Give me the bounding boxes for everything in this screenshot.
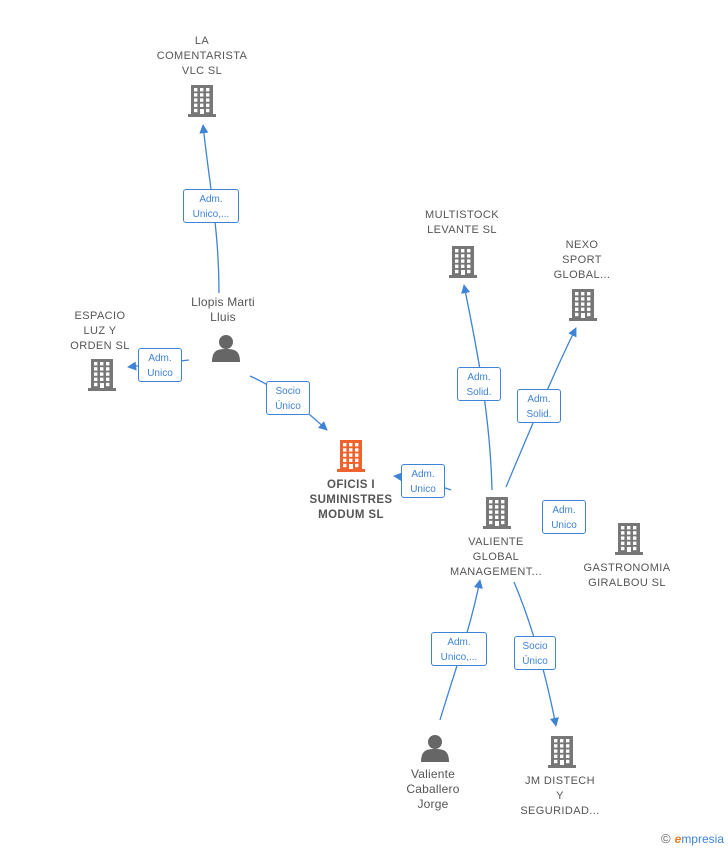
edge-label-valiente-global-to-nexo[interactable]: Adm. Solid. [517, 389, 561, 423]
gastronomia-label[interactable]: GASTRONOMIA GIRALBOU SL [562, 561, 692, 591]
valiente-jorge-person-icon[interactable] [421, 735, 449, 762]
node-label-line: GASTRONOMIA [583, 562, 671, 574]
node-label-line: MULTISTOCK [425, 209, 499, 221]
edge-label-line: Unico,... [440, 652, 478, 663]
node-label-line: ORDEN SL [70, 340, 130, 352]
edge-label-valiente-global-to-multistock[interactable]: Adm. Solid. [457, 367, 501, 401]
nexo-building-icon[interactable] [569, 289, 597, 321]
edge-label-line: Unico,... [192, 209, 230, 220]
node-label-line: ESPACIO [74, 310, 126, 322]
edge-label-line: Unico [551, 520, 577, 531]
node-label-line: VLC SL [181, 65, 223, 77]
node-label-line: SEGURIDAD... [520, 805, 600, 817]
node-label-line: JM DISTECH [525, 775, 595, 787]
node-label-line: LA [194, 35, 210, 47]
node-label-line: LUZ Y [83, 325, 117, 337]
edge-label-line: Único [275, 401, 301, 412]
node-label-line: SPORT [562, 254, 602, 266]
edge-label-line: Adm. [199, 194, 223, 205]
node-label-line: GLOBAL [472, 551, 520, 563]
multistock-label[interactable]: MULTISTOCK LEVANTE SL [397, 208, 527, 238]
node-label-line: MODUM SL [318, 509, 384, 521]
brand-initial: e [674, 832, 682, 846]
empresia-brand[interactable]: ©empresia [661, 831, 724, 846]
node-label-line: NEXO [565, 239, 599, 251]
node-label-line: GIRALBOU SL [588, 577, 666, 589]
node-label-line: GLOBAL... [553, 269, 611, 281]
espacio-luz-building-icon[interactable] [88, 359, 116, 391]
brand-name: mpresia [681, 832, 724, 846]
edge-label-line: Unico [410, 484, 436, 495]
node-label-line: SUMINISTRES [309, 494, 393, 506]
la-comentarista-building-icon[interactable] [188, 85, 216, 117]
multistock-building-icon[interactable] [449, 246, 477, 278]
node-label-line: OFICIS I [327, 479, 375, 491]
edge-label-valiente-global-to-gastronomia[interactable]: Adm. Unico [542, 500, 586, 534]
edge-label-line: Adm. [148, 353, 172, 364]
edge-label-line: Adm. [552, 505, 576, 516]
node-label-line: LEVANTE SL [427, 224, 497, 236]
edge-label-line: Adm. [447, 637, 471, 648]
node-label-line: Valiente [410, 767, 456, 781]
edge-label-llopis-to-espacio-luz[interactable]: Adm. Unico [138, 348, 182, 382]
node-label-line: MANAGEMENT... [450, 566, 542, 578]
node-label-line: Caballero [406, 782, 460, 796]
oficis-building-icon[interactable] [337, 440, 365, 472]
copyright-symbol: © [661, 831, 671, 846]
node-label-line: Lluis [210, 310, 236, 324]
node-label-line: COMENTARISTA [156, 50, 248, 62]
edge-label-line: Unico [147, 368, 173, 379]
edge-label-line: Solid. [466, 387, 492, 398]
node-label-line: VALIENTE [468, 536, 524, 548]
nexo-label[interactable]: NEXO SPORT GLOBAL... [517, 238, 647, 283]
edge-label-line: Único [522, 656, 548, 667]
edge-label-line: Socio [522, 641, 548, 652]
espacio-luz-label[interactable]: ESPACIO LUZ Y ORDEN SL [35, 309, 165, 354]
edge-label-line: Solid. [526, 409, 552, 420]
oficis-label[interactable]: OFICIS I SUMINISTRES MODUM SL [286, 478, 416, 523]
llopis-person-icon[interactable] [212, 335, 240, 362]
icon-layer [88, 85, 643, 768]
edge-label-line: Adm. [527, 394, 551, 405]
jm-distech-building-icon[interactable] [548, 736, 576, 768]
edge-label-line: Adm. [411, 469, 435, 480]
jm-distech-label[interactable]: JM DISTECH Y SEGURIDAD... [495, 774, 625, 819]
valiente-global-building-icon[interactable] [483, 497, 511, 529]
node-label-line: Llopis Marti [191, 295, 255, 309]
valiente-global-label[interactable]: VALIENTE GLOBAL MANAGEMENT... [431, 535, 561, 580]
node-label-line: Y [556, 790, 564, 802]
la-comentarista-label[interactable]: LA COMENTARISTA VLC SL [137, 34, 267, 79]
edge-label-valiente-global-to-oficis[interactable]: Adm. Unico [401, 464, 445, 498]
edge-label-line: Adm. [467, 372, 491, 383]
edge-label-line: Socio [275, 386, 301, 397]
edge-label-valiente-jorge-to-valiente-global[interactable]: Adm. Unico,... [431, 632, 487, 666]
edge-label-llopis-to-la-comentarista[interactable]: Adm. Unico,... [183, 189, 239, 223]
gastronomia-building-icon[interactable] [615, 523, 643, 555]
node-label-line: Jorge [417, 797, 449, 811]
